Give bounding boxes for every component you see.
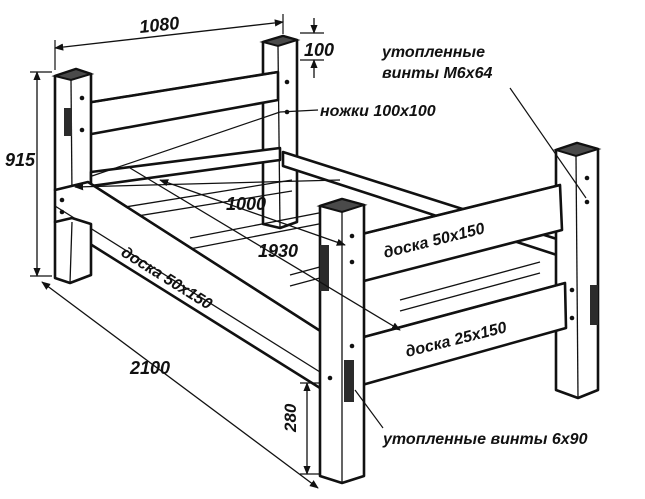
label-countersunk-6x90: утопленные винты 6х90 (382, 431, 588, 448)
label-legs: ножки 100х100 (320, 103, 436, 120)
front-left-leg-lower (53, 216, 93, 285)
dimension-lines (30, 14, 587, 489)
near-side-board (53, 180, 352, 390)
dim-inner-width: 1000 (226, 194, 266, 214)
headboard-lower-rail (89, 146, 282, 188)
dim-leg-top: 100 (304, 40, 334, 60)
rear-left-bracket (64, 108, 72, 136)
dim-height: 915 (5, 150, 36, 170)
label-countersunk-m6-line1: утопленные (381, 44, 485, 61)
dim-clearance: 280 (281, 403, 300, 433)
foot-right-leg-cap (552, 141, 602, 158)
dim-total-length: 2100 (129, 358, 170, 378)
foot-left-bracket-bottom (344, 360, 354, 402)
headboard-top-board (84, 70, 280, 137)
rear-left-leg-cap (51, 67, 95, 82)
dim-inner-length: 1930 (258, 241, 298, 261)
dim-width-top: 1080 (138, 13, 180, 37)
foot-right-bracket (590, 285, 598, 325)
label-countersunk-m6-line2: винты М6х64 (382, 65, 492, 82)
footboard-assembly (316, 141, 602, 485)
rear-left-leg (53, 67, 93, 197)
foot-left-bracket-top (320, 245, 329, 291)
